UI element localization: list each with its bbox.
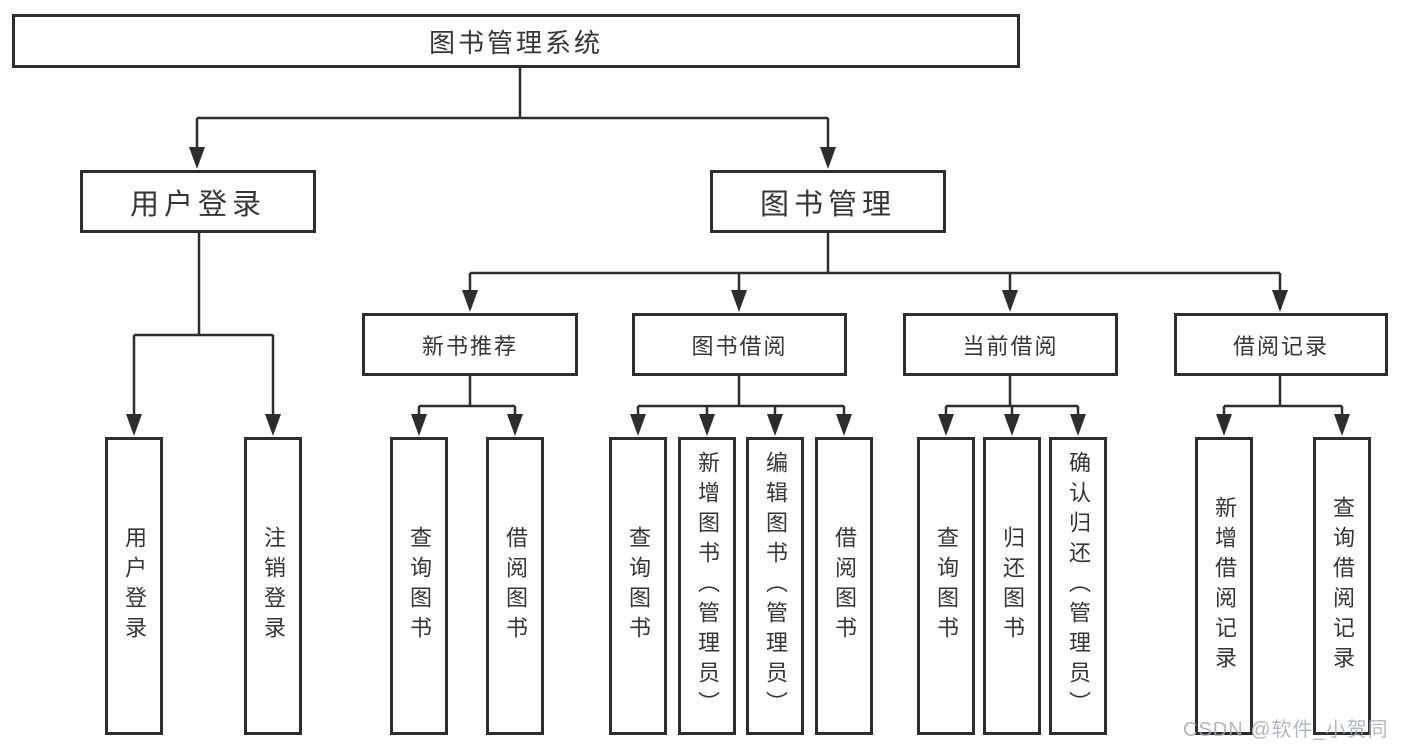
node-label: 用户登录 [129,188,266,221]
node-label: 用户登录 [122,526,147,646]
leaf-records-query-record: 查询借阅记录 [1313,437,1371,735]
leaf-records-add-record: 新增借阅记录 [1195,437,1253,735]
node-user-login: 用户登录 [80,170,316,233]
node-borrow-records: 借阅记录 [1174,313,1388,376]
arrow-head [1272,290,1288,312]
leaf-user-login: 用户登录 [105,437,163,735]
arrow-head [507,414,523,436]
arrow-head [836,414,852,436]
node-label: 查询借阅记录 [1330,496,1355,676]
leaf-current-query-books: 查询图书 [917,437,975,735]
node-label: 图书管理 [759,188,896,221]
leaf-borrow-borrow-books: 借阅图书 [815,437,873,735]
node-label: 新增借阅记录 [1212,496,1237,676]
node-label: 查询图书 [626,526,651,646]
arrow-head [767,414,783,436]
node-label: 归还图书 [1000,526,1025,646]
leaf-borrow-add-books-admin: 新增图书（管理员） [678,437,736,735]
node-label: 图书管理系统 [428,27,603,58]
node-library-management-system: 图书管理系统 [12,14,1020,68]
leaf-current-confirm-return-admin: 确认归还（管理员） [1049,437,1107,735]
arrow-head [938,414,954,436]
node-label: 借阅图书 [503,526,528,646]
node-book-borrow: 图书借阅 [632,313,847,376]
arrow-head [820,147,836,169]
node-new-book-recommend: 新书推荐 [362,313,578,376]
node-label: 查询图书 [934,526,959,646]
arrow-head [462,290,478,312]
arrow-head [265,414,281,436]
csdn-watermark: CSDN @软件_小贺同学 [1183,719,1389,741]
leaf-recommend-query-books: 查询图书 [390,437,448,735]
node-label: 编辑图书（管理员） [763,451,788,721]
node-label: 图书借阅 [691,333,788,359]
node-label: 新增图书（管理员） [695,451,720,721]
leaf-logout: 注销登录 [244,437,302,735]
node-label: 借阅记录 [1232,333,1329,359]
node-label: 当前借阅 [962,333,1059,359]
arrow-head [126,414,142,436]
node-label: 注销登录 [261,526,286,646]
node-book-management: 图书管理 [710,170,946,233]
arrow-head [1216,414,1232,436]
arrow-head [1002,290,1018,312]
node-label: 确认归还（管理员） [1066,451,1091,721]
leaf-borrow-query-books: 查询图书 [609,437,667,735]
node-label: 新书推荐 [421,333,518,359]
arrow-head [189,147,205,169]
node-label: 查询图书 [407,526,432,646]
arrow-head [699,414,715,436]
leaf-borrow-edit-books-admin: 编辑图书（管理员） [746,437,804,735]
arrow-head [731,290,747,312]
arrow-head [1070,414,1086,436]
arrow-head [1004,414,1020,436]
arrow-head [630,414,646,436]
leaf-recommend-borrow-books: 借阅图书 [486,437,544,735]
arrow-head [1334,414,1350,436]
leaf-current-return-books: 归还图书 [983,437,1041,735]
node-current-borrow: 当前借阅 [903,313,1118,376]
arrow-head [411,414,427,436]
node-label: 借阅图书 [832,526,857,646]
